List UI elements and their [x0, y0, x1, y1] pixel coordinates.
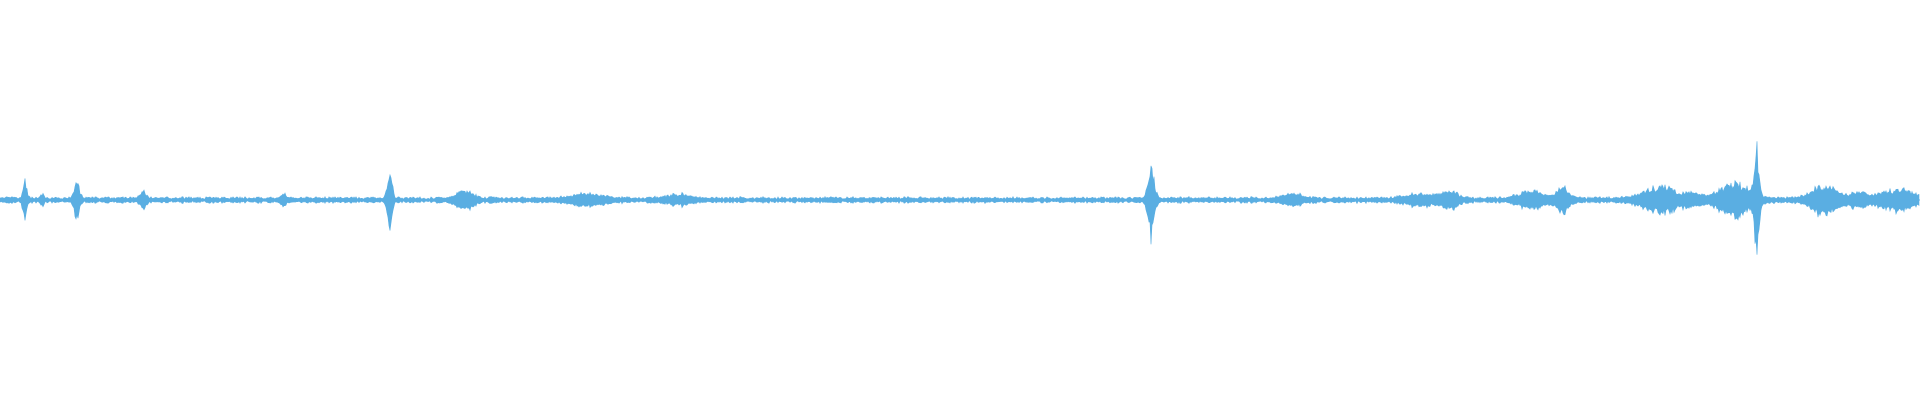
waveform-envelope [0, 141, 1920, 255]
